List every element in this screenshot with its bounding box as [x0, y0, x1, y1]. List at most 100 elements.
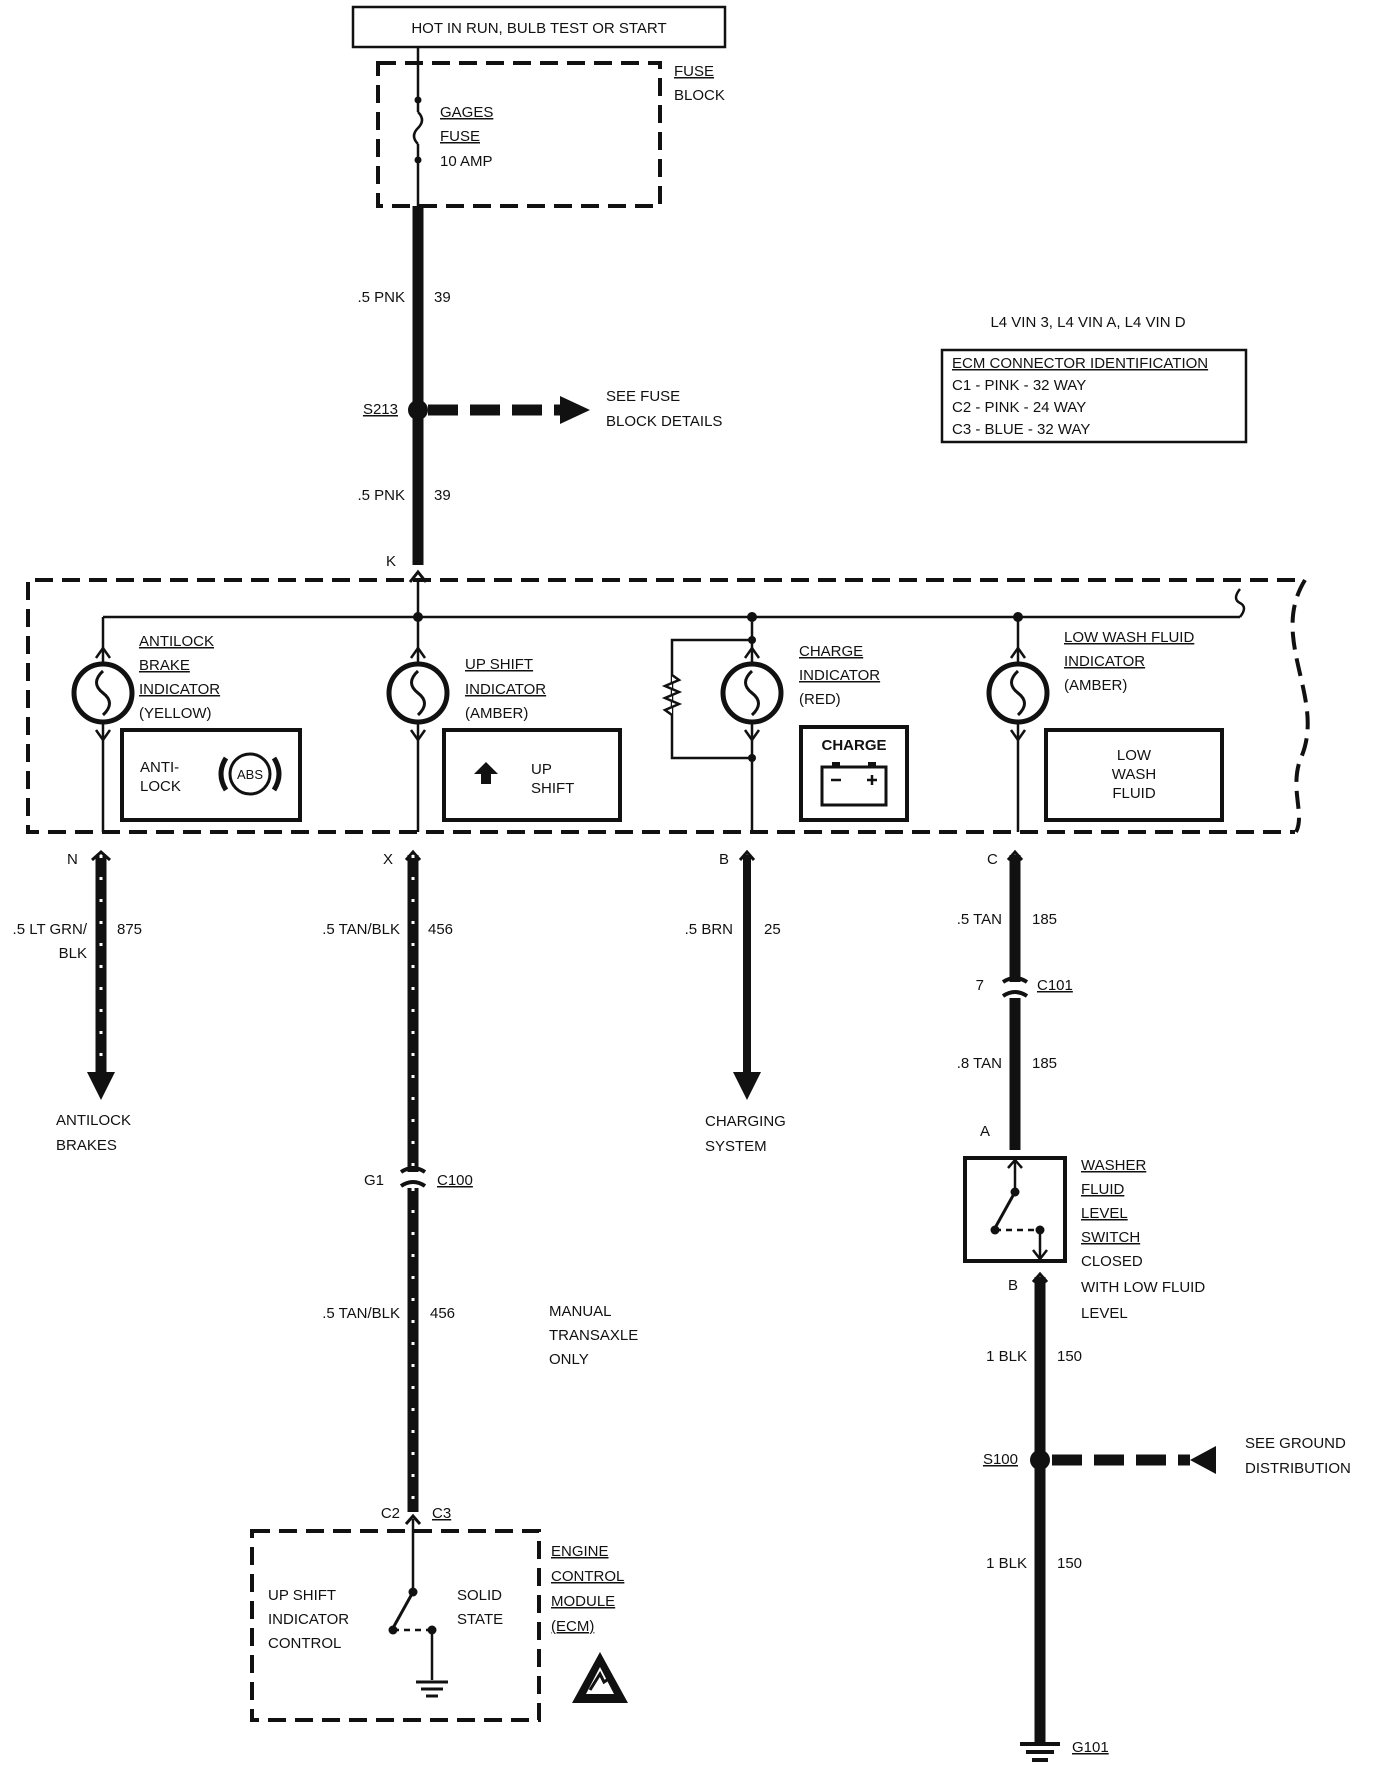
charge-pin: B [719, 851, 729, 868]
washer-switch-pin-b: B [1008, 1277, 1018, 1294]
charge-dest-line2: SYSTEM [705, 1138, 767, 1155]
washer-gauge1: .5 TAN [957, 911, 1002, 928]
splice-s100-note-line1: SEE GROUND [1245, 1435, 1346, 1452]
upshift-gauge2: .5 TAN/BLK [322, 1305, 400, 1322]
feed-wire: .5 PNK 39 S213 SEE FUSE BLOCK DETAILS .5… [357, 206, 722, 583]
antilock-dest-line2: BRAKES [56, 1137, 117, 1154]
ecm-control-line: INDICATOR [268, 1611, 349, 1628]
splice-s100-note-line2: DISTRIBUTION [1245, 1460, 1351, 1477]
washer-switch-pin-a: A [980, 1123, 990, 1140]
ground-g101-label: G101 [1072, 1739, 1109, 1756]
ecm-state-line: STATE [457, 1611, 503, 1628]
arrow-left-icon [1190, 1446, 1216, 1474]
ecm-switch-icon [391, 1591, 415, 1629]
fuse-name-line1: GAGES [440, 104, 493, 121]
up-arrow-icon [474, 762, 498, 784]
washer-switch-line: WASHER [1081, 1157, 1146, 1174]
washer-switch-line: WITH LOW FLUID [1081, 1279, 1205, 1296]
antilock-panel-line2: LOCK [140, 778, 181, 795]
charge-name-line: CHARGE [799, 643, 863, 660]
upshift-indicator: UP SHIFT INDICATOR (AMBER) UP SHIFT [386, 617, 622, 832]
feed-upper-gauge: .5 PNK [357, 289, 405, 306]
charge-dest-line1: CHARGING [705, 1113, 786, 1130]
upshift-conn-pin: G1 [364, 1172, 384, 1189]
antilock-name-line: INDICATOR [139, 681, 220, 698]
washer-circuit2: 185 [1032, 1055, 1057, 1072]
ecm-ground-icon [416, 1680, 448, 1698]
washer-circuit4: 150 [1057, 1555, 1082, 1572]
upshift-panel [442, 728, 622, 822]
ecm-title-line: CONTROL [551, 1568, 624, 1585]
washer-switch-line: LEVEL [1081, 1205, 1128, 1222]
arrow-down-icon [733, 1072, 761, 1100]
ecm-control-line: CONTROL [268, 1635, 341, 1652]
upshift-note-line: MANUAL [549, 1303, 612, 1320]
ecm-connector-id-box: ECM CONNECTOR IDENTIFICATION C1 - PINK -… [940, 348, 1248, 444]
charge-name-line: (RED) [799, 691, 841, 708]
antilock-pin: N [67, 851, 78, 868]
washer-circuit: C .5 TAN 185 7 C101 .8 TAN 185 A WASHER … [957, 849, 1351, 1762]
abs-symbol-text: ABS [237, 767, 263, 782]
splice-s213-note-line1: SEE FUSE [606, 388, 680, 405]
arrow-right-icon [560, 396, 590, 424]
fuse-rating: 10 AMP [440, 153, 493, 170]
washer-gauge4: 1 BLK [986, 1555, 1027, 1572]
feed-lower-gauge: .5 PNK [357, 487, 405, 504]
esd-warning-icon [572, 1652, 628, 1703]
antilock-name-line: BRAKE [139, 657, 190, 674]
ground-icon [1020, 1742, 1060, 1762]
washer-switch-line: CLOSED [1081, 1253, 1143, 1270]
upshift-note-line: ONLY [549, 1351, 589, 1368]
upshift-name-line: UP SHIFT [465, 656, 533, 673]
fuse-symbol [412, 111, 424, 145]
washer-circuit3: 150 [1057, 1348, 1082, 1365]
upshift-pin: X [383, 851, 393, 868]
washer-conn-pin: 7 [976, 977, 984, 994]
upshift-panel-line2: SHIFT [531, 780, 574, 797]
antilock-gauge-line2: BLK [59, 945, 87, 962]
instrument-cluster-outline [26, 578, 1295, 834]
washer-conn: C101 [1037, 977, 1073, 994]
antilock-dest-line1: ANTILOCK [56, 1112, 131, 1129]
washer-switch-line: SWITCH [1081, 1229, 1140, 1246]
fuse-block-label-line2: BLOCK [674, 87, 725, 104]
ecm-pin-c2: C2 [381, 1505, 400, 1522]
lowwash-panel-line: LOW [1117, 747, 1152, 764]
charge-name-line: INDICATOR [799, 667, 880, 684]
washer-circuit1: 185 [1032, 911, 1057, 928]
arrow-down-icon [87, 1072, 115, 1100]
fuse-block: GAGES FUSE 10 AMP FUSE BLOCK [376, 47, 725, 208]
fuse-block-label-line1: FUSE [674, 63, 714, 80]
charge-panel-text: CHARGE [821, 737, 886, 754]
lowwash-pin: C [987, 851, 998, 868]
lowwash-name-line: INDICATOR [1064, 653, 1145, 670]
lowwash-panel-line: WASH [1112, 766, 1156, 783]
upshift-conn: C100 [437, 1172, 473, 1189]
ecm-title-line: ENGINE [551, 1543, 609, 1560]
ecm-connector-row: C2 - PINK - 24 WAY [952, 399, 1086, 416]
washer-switch-line: FLUID [1081, 1181, 1125, 1198]
ecm-connector-row: C1 - PINK - 32 WAY [952, 377, 1086, 394]
ecm-pin-c3: C3 [432, 1505, 451, 1522]
abs-icon [228, 752, 272, 796]
antilock-name-line: ANTILOCK [139, 633, 214, 650]
washer-fluid-level-switch [963, 1156, 1067, 1263]
charge-indicator: CHARGE INDICATOR (RED) CHARGE [661, 617, 909, 832]
power-source-label: HOT IN RUN, BULB TEST OR START [411, 20, 666, 37]
feed-upper-circuit: 39 [434, 289, 451, 306]
splice-s100-label: S100 [983, 1451, 1018, 1468]
power-source-box: HOT IN RUN, BULB TEST OR START [351, 5, 727, 49]
battery-icon [820, 762, 888, 807]
lowwash-indicator: LOW WASH FLUID INDICATOR (AMBER) LOW WAS… [986, 617, 1224, 832]
splice-s100 [1030, 1450, 1050, 1470]
upshift-circuit: X .5 TAN/BLK 456 G1 C100 .5 TAN/BLK 456 … [322, 849, 638, 1512]
upshift-panel-line1: UP [531, 761, 552, 778]
antilock-gauge-line1: .5 LT GRN/ [13, 921, 88, 938]
upshift-note-line: TRANSAXLE [549, 1327, 638, 1344]
antilock-indicator: ANTILOCK BRAKE INDICATOR (YELLOW) ANTI- … [71, 617, 302, 832]
feed-lower-circuit: 39 [434, 487, 451, 504]
splice-s213-label: S213 [363, 401, 398, 418]
washer-switch-line: LEVEL [1081, 1305, 1128, 1322]
resistor-icon [661, 673, 683, 717]
antilock-panel-line1: ANTI- [140, 759, 179, 776]
